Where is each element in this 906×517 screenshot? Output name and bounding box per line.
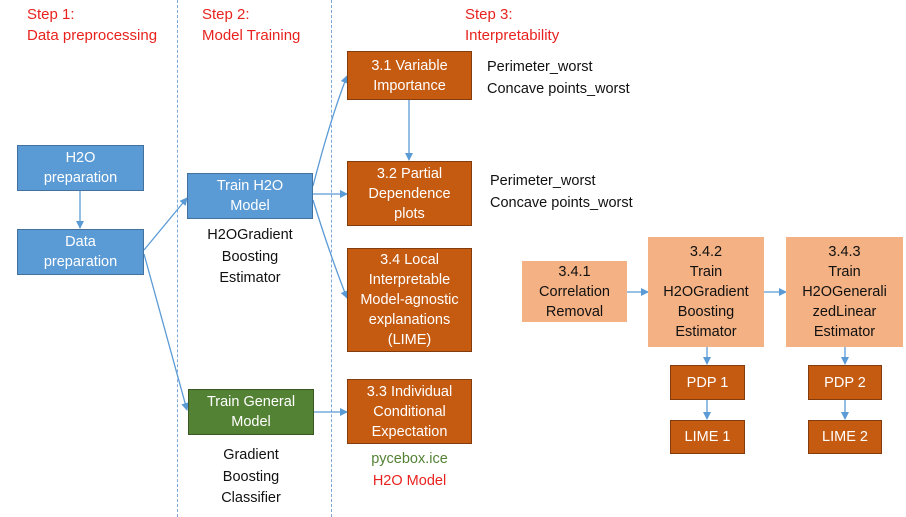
partial-dependence-line-3: plots — [394, 205, 425, 222]
ice-line-1: 3.3 Individual — [366, 383, 453, 400]
pdp-feature-2: Concave points_worst — [490, 194, 633, 211]
step-2-header: Step 2: Model Training — [202, 4, 300, 46]
h2o-estimator-line-1: H2OGradient — [207, 227, 293, 243]
train-general-model-box[interactable]: Train General Model — [188, 389, 314, 435]
train-glm-line-1: 3.4.3 — [828, 244, 861, 260]
correlation-removal-line-1: 3.4.1 — [558, 263, 591, 280]
pdp-2-label: PDP 2 — [824, 374, 866, 391]
train-gb-line-2: Train — [689, 264, 723, 280]
data-preparation-line-1: Data — [65, 234, 96, 250]
h2o-preparation-box[interactable]: H2O preparation — [17, 145, 144, 191]
h2o-estimator-line-3: Estimator — [219, 270, 281, 286]
lime-line-2: Interpretable — [368, 272, 451, 288]
h2o-estimator-line-2: Boosting — [221, 248, 279, 265]
partial-dependence-box[interactable]: 3.2 Partial Dependence plots — [347, 161, 472, 226]
lime-line-3: Model-agnostic — [360, 292, 459, 308]
lime-1-label: LIME 1 — [684, 429, 731, 445]
gb-classifier-line-2: Boosting — [222, 468, 280, 485]
variable-importance-box[interactable]: 3.1 Variable Importance — [347, 51, 472, 100]
h2o-estimator-note: H2OGradient Boosting Estimator — [187, 225, 313, 290]
lime-line-1: 3.4 Local — [380, 252, 439, 268]
stage-divider-1 — [177, 0, 178, 517]
h2o-model-label: H2O Model — [372, 472, 447, 489]
arrow-dataprep-trainh2o — [143, 197, 188, 251]
correlation-removal-line-2: Correlation — [539, 283, 610, 300]
correlation-removal-box[interactable]: 3.4.1 Correlation Removal — [522, 261, 627, 322]
lime-2-box[interactable]: LIME 2 — [808, 420, 882, 454]
stage-divider-2 — [331, 0, 332, 517]
pdp-1-label: PDP 1 — [686, 374, 729, 391]
pycebox-label: pycebox.ice — [371, 451, 448, 467]
train-glm-line-3: H2OGenerali — [802, 284, 887, 300]
partial-dependence-line-1: 3.2 Partial — [376, 165, 443, 182]
h2o-preparation-line-2: preparation — [43, 170, 118, 186]
vi-feature-2: Concave points_worst — [487, 80, 630, 97]
lime-box[interactable]: 3.4 Local Interpretable Model-agnostic e… — [347, 248, 472, 352]
step-2-number: Step 2: — [202, 6, 250, 23]
pdp-2-box[interactable]: PDP 2 — [808, 365, 882, 400]
correlation-removal-line-3: Removal — [545, 303, 604, 320]
ice-notes: pycebox.ice H2O Model — [347, 449, 472, 492]
lime-1-box[interactable]: LIME 1 — [670, 420, 745, 454]
gb-classifier-note: Gradient Boosting Classifier — [188, 445, 314, 510]
step-3-title: Interpretability — [465, 27, 560, 44]
train-h2o-model-box[interactable]: Train H2O Model — [187, 173, 313, 219]
train-glm-line-5: Estimator — [813, 324, 876, 340]
ice-line-3: Expectation — [371, 423, 448, 440]
step-1-title: Data preprocessing — [27, 27, 158, 44]
lime-2-label: LIME 2 — [822, 429, 868, 445]
arrow-trainh2o-varimportance — [312, 75, 349, 187]
ice-box[interactable]: 3.3 Individual Conditional Expectation — [347, 379, 472, 444]
train-gb-line-4: Boosting — [677, 304, 735, 320]
train-h2o-model-line-1: Train H2O — [216, 178, 284, 194]
h2o-preparation-line-1: H2O — [65, 150, 96, 166]
train-gb-line-3: H2OGradient — [663, 284, 749, 300]
ice-line-2: Conditional — [373, 403, 446, 420]
train-gb-line-5: Estimator — [675, 324, 737, 340]
lime-line-5: (LIME) — [387, 332, 432, 348]
train-gb-line-1: 3.4.2 — [689, 244, 723, 260]
pdp-1-box[interactable]: PDP 1 — [670, 365, 745, 400]
vi-feature-1: Perimeter_worst — [487, 59, 593, 75]
partial-dependence-features: Perimeter_worst Concave points_worst — [490, 171, 633, 214]
data-preparation-box[interactable]: Data preparation — [17, 229, 144, 275]
variable-importance-line-2: Importance — [373, 77, 446, 94]
partial-dependence-line-2: Dependence — [368, 185, 451, 202]
step-3-number: Step 3: — [465, 6, 513, 23]
gb-classifier-line-3: Classifier — [221, 490, 281, 506]
lime-line-4: explanations — [368, 312, 451, 328]
train-h2o-model-line-2: Model — [230, 198, 270, 214]
train-general-model-line-1: Train General — [206, 394, 296, 410]
step-3-header: Step 3: Interpretability — [465, 4, 559, 46]
step-1-header: Step 1: Data preprocessing — [27, 4, 157, 46]
variable-importance-line-1: 3.1 Variable — [371, 57, 448, 74]
data-preparation-line-2: preparation — [43, 254, 118, 270]
step-2-title: Model Training — [202, 27, 301, 44]
arrow-trainh2o-lime — [312, 199, 349, 299]
arrow-dataprep-traingeneral — [143, 253, 189, 411]
step-1-number: Step 1: — [27, 6, 75, 23]
gb-classifier-line-1: Gradient — [223, 447, 279, 463]
train-glm-line-2: Train — [828, 264, 861, 280]
train-glm-line-4: zedLinear — [812, 304, 877, 320]
train-general-model-line-2: Model — [231, 414, 271, 430]
train-glm-estimator-box[interactable]: 3.4.3 Train H2OGenerali zedLinear Estima… — [786, 237, 903, 347]
train-gb-estimator-box[interactable]: 3.4.2 Train H2OGradient Boosting Estimat… — [648, 237, 764, 347]
variable-importance-features: Perimeter_worst Concave points_worst — [487, 57, 630, 100]
pdp-feature-1: Perimeter_worst — [490, 173, 596, 189]
